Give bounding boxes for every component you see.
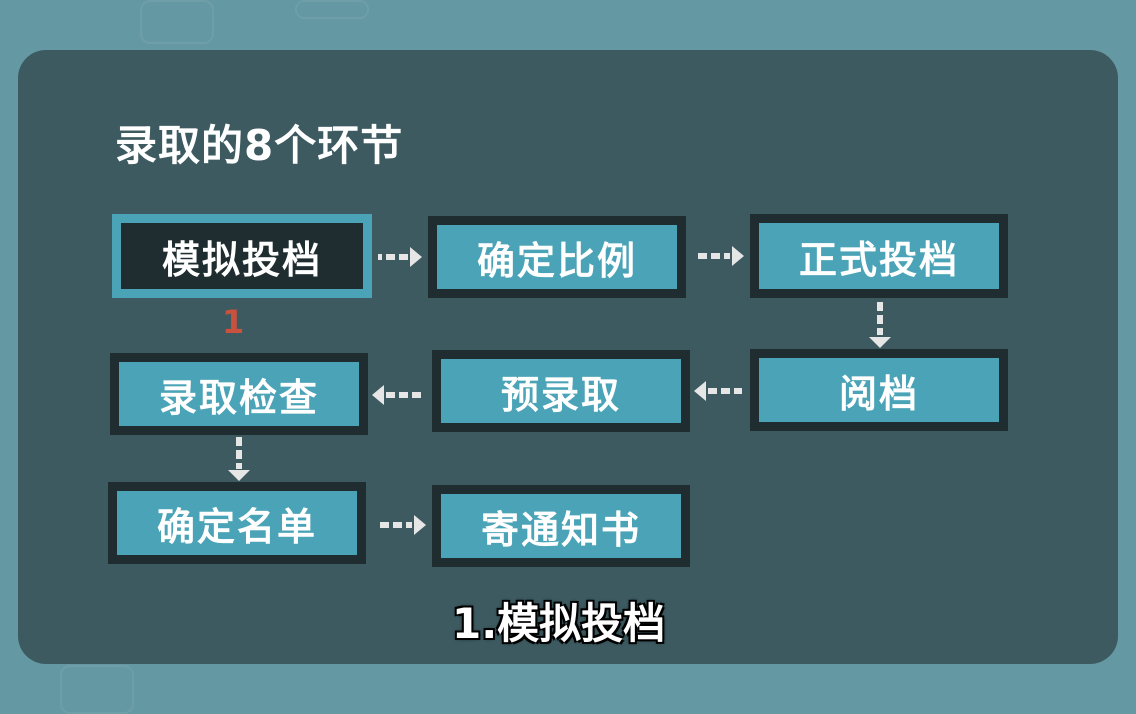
- step-label: 确定名单: [156, 504, 317, 549]
- step-label: 模拟投档: [161, 237, 322, 282]
- step-mock-filing: 模拟投档: [112, 214, 372, 298]
- arrow-left-icon: [694, 381, 742, 401]
- arrow-down-icon: [869, 302, 891, 348]
- arrow-right-icon: [698, 246, 744, 266]
- step-label: 录取检查: [158, 375, 319, 420]
- step-label: 阅档: [838, 371, 919, 416]
- step-label: 确定比例: [476, 238, 637, 283]
- page-title: 录取的8个环节: [115, 121, 404, 170]
- step-label: 预录取: [500, 372, 621, 417]
- arrow-left-icon: [372, 385, 421, 405]
- step-file-review: 阅档: [750, 349, 1008, 431]
- step-pre-admission: 预录取: [432, 350, 690, 432]
- step-label: 寄通知书: [480, 507, 641, 552]
- step-number: 1: [222, 303, 245, 341]
- subtitle-caption: 1.模拟投档: [452, 599, 666, 648]
- background-decoration: [140, 0, 214, 44]
- arrow-down-icon: [228, 437, 250, 481]
- arrow-right-icon: [380, 515, 426, 535]
- step-finalize-list: 确定名单: [108, 482, 366, 564]
- background-decoration: [60, 665, 134, 714]
- arrow-right-icon: [378, 247, 422, 267]
- step-send-notice: 寄通知书: [432, 485, 690, 567]
- background-decoration: [295, 0, 369, 19]
- step-determine-ratio: 确定比例: [428, 216, 686, 298]
- step-formal-filing: 正式投档: [750, 214, 1008, 298]
- step-label: 正式投档: [798, 237, 959, 282]
- step-admission-check: 录取检查: [110, 353, 368, 435]
